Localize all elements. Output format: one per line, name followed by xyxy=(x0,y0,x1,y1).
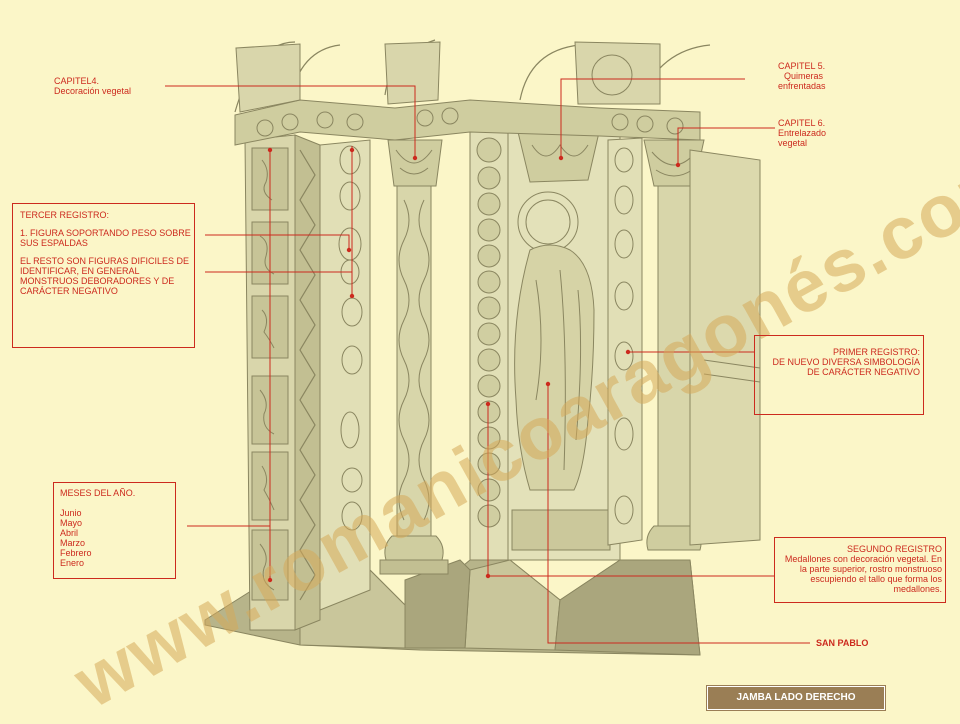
capitel4-label: CAPITEL4. Decoración vegetal xyxy=(54,76,131,96)
month-item: Mayo xyxy=(60,518,83,528)
month-item: Junio xyxy=(60,508,82,518)
tercer-registro-title: TERCER REGISTRO: xyxy=(20,210,110,220)
meses-label: MESES DEL AÑO. Junio Mayo Abril Marzo Fe… xyxy=(60,488,135,568)
segundo-registro-label: SEGUNDO REGISTRO Medallones con decoraci… xyxy=(778,544,942,594)
capitel6-line: vegetal xyxy=(778,138,808,148)
segundo-registro-box xyxy=(774,537,946,603)
capitel5-line: enfrentadas xyxy=(778,81,826,91)
primer-registro-label: PRIMER REGISTRO: DE NUEVO DIVERSA SIMBOL… xyxy=(760,347,920,377)
primer-registro-box xyxy=(754,335,924,415)
month-item: Abril xyxy=(60,528,79,538)
meses-title: MESES DEL AÑO. xyxy=(60,488,136,498)
meses-box xyxy=(53,482,176,579)
san-pablo-label: SAN PABLO xyxy=(816,638,869,648)
tercer-registro-item2: EL RESTO SON FIGURAS DIFICILES DE IDENTI… xyxy=(20,256,190,296)
tercer-registro-item1: 1. FIGURA SOPORTANDO PESO SOBRE SUS ESPA… xyxy=(20,228,191,248)
month-item: Marzo xyxy=(60,538,86,548)
capitel6-label: CAPITEL 6. Entrelazado vegetal xyxy=(778,118,826,148)
capitel5-line: CAPITEL 5. xyxy=(778,61,826,71)
month-item: Enero xyxy=(60,558,85,568)
jamba-lado-derecho-badge: JAMBA LADO DERECHO xyxy=(707,686,885,710)
capitel5-line: Quimeras xyxy=(784,71,824,81)
primer-registro-title: PRIMER REGISTRO: xyxy=(832,347,920,357)
month-item: Febrero xyxy=(60,548,92,558)
segundo-registro-title: SEGUNDO REGISTRO xyxy=(846,544,942,554)
tercer-registro-box xyxy=(12,203,195,348)
capitel4-text: Decoración vegetal xyxy=(54,86,132,96)
capitel5-label: CAPITEL 5. Quimeras enfrentadas xyxy=(778,61,826,91)
capitel4-title: CAPITEL4. xyxy=(54,76,100,86)
primer-registro-text: DE NUEVO DIVERSA SIMBOLOGÍA DE CARÁCTER … xyxy=(772,357,920,377)
capitel6-line: CAPITEL 6. xyxy=(778,118,826,128)
tercer-registro-label: TERCER REGISTRO: 1. FIGURA SOPORTANDO PE… xyxy=(20,210,195,296)
segundo-registro-text: Medallones con decoración vegetal. En la… xyxy=(784,554,942,594)
capitel6-line: Entrelazado xyxy=(778,128,827,138)
